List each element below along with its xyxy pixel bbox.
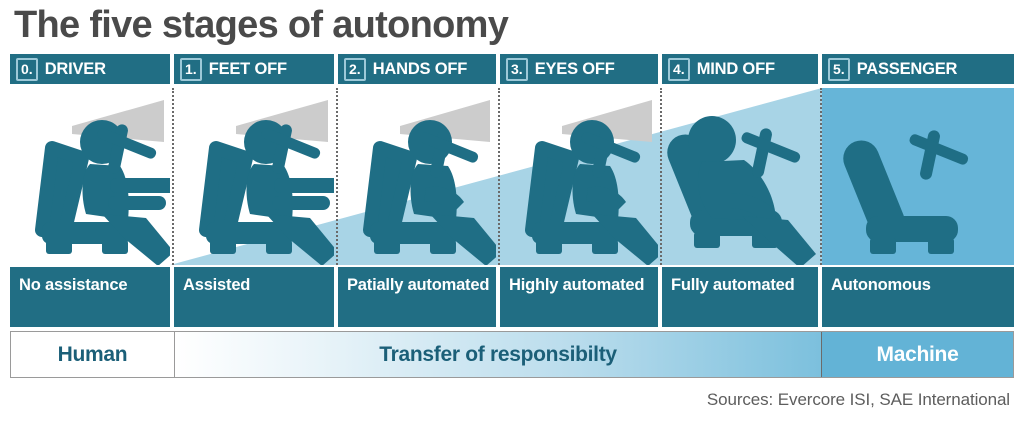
seat-icon xyxy=(525,141,620,254)
stage-number-badge-4: 4. xyxy=(668,57,690,81)
stage-name-0: DRIVER xyxy=(44,59,106,78)
stage-header-0[interactable]: 0. DRIVER xyxy=(10,54,170,84)
stage-number-badge-5: 5. xyxy=(828,57,850,81)
column-divider-4 xyxy=(660,88,662,265)
steering-wheel-icon xyxy=(581,128,641,178)
stage-number-badge-2: 2. xyxy=(344,57,366,81)
stage-name-3: EYES OFF xyxy=(534,59,615,78)
responsibility-transfer: Transfer of responsibilty xyxy=(175,332,821,377)
column-divider-1 xyxy=(172,88,174,265)
stage-figure-2 xyxy=(338,88,496,265)
stage-label-3: Highly automated xyxy=(500,267,658,327)
stage-header-3[interactable]: 3. EYES OFF xyxy=(500,54,658,84)
steering-wheel-icon xyxy=(909,130,969,180)
stage-label-5: Autonomous xyxy=(822,267,1014,327)
steering-wheel-icon xyxy=(419,128,479,178)
stage-name-2: HANDS OFF xyxy=(372,59,468,78)
page-title: The five stages of autonomy xyxy=(14,4,509,46)
stage-figure-4 xyxy=(662,88,818,265)
stage-number-badge-3: 3. xyxy=(506,57,528,81)
responsibility-machine: Machine xyxy=(821,332,1013,377)
steering-wheel-icon xyxy=(741,128,801,178)
stage-number-badge-0: 0. xyxy=(16,57,38,81)
column-divider-5 xyxy=(820,88,822,265)
stage-header-5[interactable]: 5. PASSENGER xyxy=(822,54,1014,84)
stage-label-4: Fully automated xyxy=(662,267,818,327)
responsibility-row: Human Transfer of responsibilty Machine xyxy=(10,331,1014,378)
stage-figure-0 xyxy=(10,88,170,265)
seat-icon xyxy=(199,141,294,254)
person-reclined-icon xyxy=(688,116,816,265)
reclined-seat-icon xyxy=(843,140,958,254)
ramp-fill xyxy=(170,88,822,265)
column-divider-3 xyxy=(498,88,500,265)
stage-label-0: No assistance xyxy=(10,267,170,327)
sources-credit: Sources: Evercore ISI, SAE International xyxy=(706,390,1010,409)
stage-name-4: MIND OFF xyxy=(696,59,775,78)
stage-header-4[interactable]: 4. MIND OFF xyxy=(662,54,818,84)
seat-icon xyxy=(363,141,458,254)
stage-header-row: 0. DRIVER 1. FEET OFF 2. HANDS OFF 3. EYES OFF 4… xyxy=(10,54,1014,84)
responsibility-human: Human xyxy=(11,332,175,377)
stage-label-1: Assisted xyxy=(174,267,334,327)
steering-wheel-icon xyxy=(97,124,157,174)
stage-figure-5 xyxy=(822,88,1014,265)
stage-figure-3 xyxy=(500,88,658,265)
stage-label-2: Patially automated xyxy=(338,267,496,327)
stage-name-5: PASSENGER xyxy=(856,59,958,78)
stage-header-1[interactable]: 1. FEET OFF xyxy=(174,54,334,84)
stage-figure-1 xyxy=(174,88,334,265)
illustration-band xyxy=(10,88,1014,265)
column-divider-2 xyxy=(336,88,338,265)
stage-number-badge-1: 1. xyxy=(180,57,202,81)
stage-header-2[interactable]: 2. HANDS OFF xyxy=(338,54,496,84)
steering-wheel-icon xyxy=(261,124,321,174)
seat-icon xyxy=(35,141,130,254)
stage-name-1: FEET OFF xyxy=(208,59,287,78)
